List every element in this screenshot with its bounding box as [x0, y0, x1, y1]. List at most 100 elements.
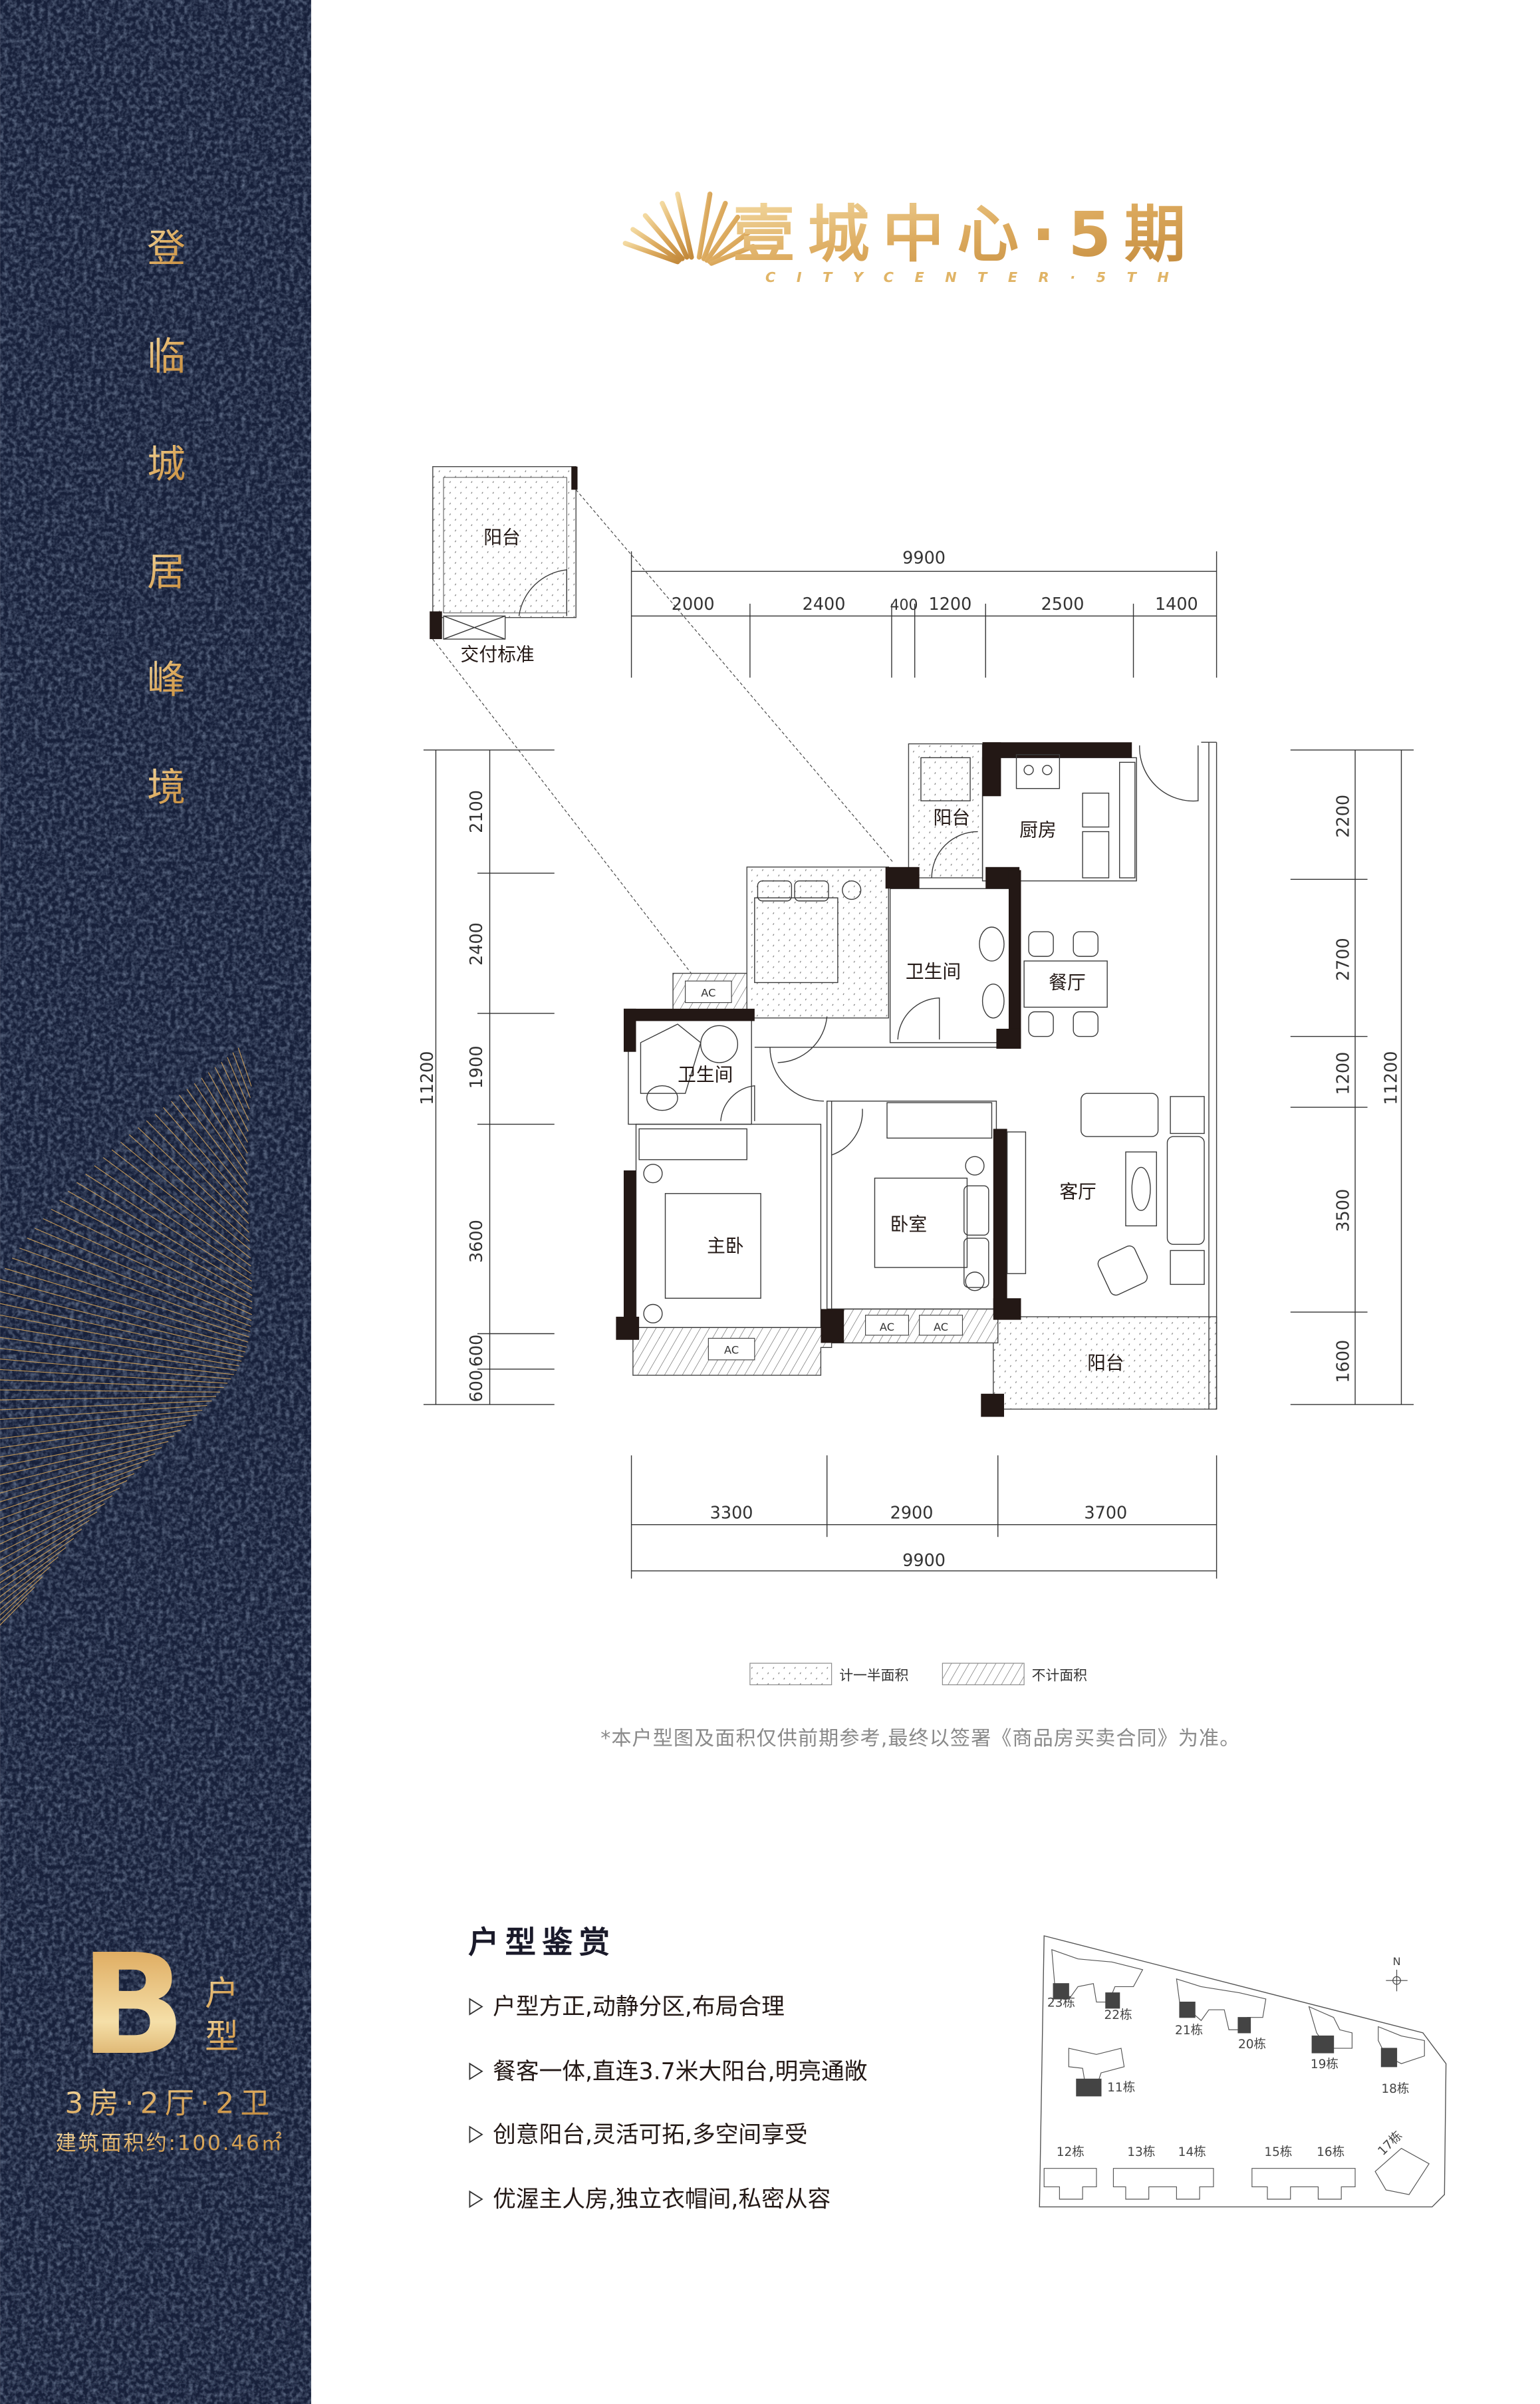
- gold-line: [0, 1369, 228, 1384]
- legend-label: 计一半面积: [839, 1668, 908, 1684]
- inset-room-label: 阳台: [483, 526, 521, 548]
- room-label-bathroom-1: 卫生间: [906, 961, 961, 983]
- building-label: 19栋: [1311, 2058, 1339, 2071]
- gold-line: [214, 1067, 249, 1132]
- gold-line: [0, 1473, 135, 1528]
- room-label-small-balcony: 阳台: [934, 807, 971, 829]
- gold-line: [0, 1424, 187, 1458]
- room-label-bedroom: 卧室: [890, 1213, 928, 1235]
- furniture: [638, 754, 1205, 1323]
- gold-line: [129, 1134, 250, 1242]
- doors: [720, 745, 1199, 1156]
- gold-line: [0, 1459, 149, 1511]
- gold-line: [171, 1101, 248, 1195]
- triangle-right-icon: [469, 1998, 483, 2016]
- dim-left: 600: [467, 1335, 487, 1367]
- room-label-living: 客厅: [1059, 1181, 1096, 1203]
- dim-bottom: 3700: [1084, 1503, 1127, 1523]
- dim-left: 2100: [467, 790, 487, 833]
- room-label-main-balcony: 阳台: [1087, 1352, 1124, 1374]
- gold-line: [0, 1303, 244, 1357]
- room-outlines: [628, 741, 1218, 1409]
- gold-line: [120, 1141, 251, 1250]
- room-label-master-bedroom: 主卧: [707, 1235, 744, 1257]
- room-label-bathroom-2: 卫生间: [678, 1064, 733, 1086]
- gold-line: [179, 1095, 248, 1185]
- bed-icon: [754, 897, 838, 984]
- gold-line: [111, 1149, 251, 1259]
- room-labels: 阳台 厨房 卫生间 餐厅 卫生间 客厅 卧室 主卧 阳台: [678, 807, 1124, 1374]
- gold-line: [0, 1528, 82, 1583]
- gold-line: [68, 1190, 253, 1296]
- gold-line: [0, 1587, 35, 1621]
- gold-line: [0, 1503, 105, 1561]
- gold-line: [0, 1359, 231, 1380]
- armchair-icon: [1097, 1245, 1148, 1296]
- gold-line: [221, 1061, 249, 1121]
- slogan-char: 登: [147, 226, 186, 271]
- gold-line: [51, 1208, 253, 1309]
- walls: [616, 742, 1132, 1417]
- gold-line: [0, 1537, 74, 1591]
- slogan-char: 临: [147, 334, 186, 379]
- sofa-icon: [1081, 1093, 1159, 1137]
- dim-right: 1200: [1334, 1052, 1354, 1095]
- building-label: 11栋: [1107, 2081, 1135, 2095]
- dim-top: 1200: [929, 595, 972, 614]
- dim-top-total: 9900: [902, 549, 946, 569]
- dimension-lines: [423, 551, 1414, 1579]
- dim-left-total: 11200: [418, 1051, 438, 1105]
- gold-line: [0, 1435, 175, 1476]
- dimension-labels: 9900 2000 2400 400 1200 2500 1400 11200 …: [418, 549, 1402, 1571]
- site-buildings: [1043, 1948, 1430, 2200]
- triangle-right-icon: [469, 2125, 483, 2143]
- building-label: 20栋: [1238, 2038, 1266, 2052]
- gold-line: [0, 1566, 51, 1610]
- coffee-table-icon: [1125, 1151, 1157, 1227]
- room-label-dining: 餐厅: [1049, 972, 1086, 994]
- gold-line: [207, 1072, 248, 1143]
- ac-label: AC: [701, 986, 715, 999]
- toilet-icon: [646, 1085, 678, 1111]
- triangle-right-icon: [469, 2062, 483, 2081]
- feature-text: 户型方正,动静分区,布局合理: [493, 1994, 785, 2020]
- left-panel: 登 临 城 居 峰 境 B 户 型 3房·2厅·2卫 建筑面积约:100.46㎡: [0, 0, 311, 2404]
- gold-line: [0, 1547, 66, 1597]
- gold-line: [0, 1337, 237, 1371]
- room-label-kitchen: 厨房: [1019, 819, 1057, 841]
- features: 户型鉴赏 户型方正,动静分区,布局合理 餐客一体,直连3.7米大阳台,明亮通敞 …: [468, 1924, 867, 2212]
- building-label: 22栋: [1104, 2008, 1132, 2022]
- legend-swatch-dotted: [749, 1663, 833, 1686]
- gold-line: [85, 1173, 252, 1282]
- dim-top: 2400: [803, 595, 846, 614]
- gold-line: [0, 1576, 43, 1616]
- building-label: 15栋: [1264, 2145, 1292, 2159]
- feature-item: 户型方正,动静分区,布局合理: [469, 1994, 785, 2020]
- toilet-icon: [979, 926, 1005, 962]
- dim-bottom-total: 9900: [902, 1551, 946, 1571]
- bed-icon: [664, 1193, 761, 1299]
- dim-top: 2500: [1041, 595, 1085, 614]
- site-map: N 23栋 22栋 21栋 20栋 19栋 18栋: [1039, 1935, 1447, 2208]
- gold-line: [193, 1083, 248, 1164]
- dim-right-total: 11200: [1382, 1051, 1402, 1105]
- gold-line: [0, 1597, 27, 1626]
- unit-letter: B: [80, 1925, 186, 2086]
- gold-line: [76, 1182, 253, 1289]
- north-arrow-icon: N: [1386, 1955, 1408, 1992]
- gold-line: [0, 1441, 169, 1485]
- basin-icon: [981, 984, 1005, 1019]
- building-labels: 23栋 22栋 21栋 20栋 19栋 18栋 11栋 12栋 13栋 14栋 …: [1047, 1996, 1410, 2160]
- gold-line: [35, 1228, 252, 1321]
- gold-line: [0, 1511, 98, 1569]
- building-label: 13栋: [1127, 2145, 1155, 2159]
- gold-line: [163, 1107, 249, 1205]
- gold-line: [186, 1089, 248, 1175]
- ac-label: AC: [934, 1321, 948, 1333]
- gold-line: [0, 1520, 90, 1576]
- gold-line: [154, 1113, 249, 1214]
- dim-right: 1600: [1334, 1340, 1354, 1383]
- logo-subtitle: CITYCENTER·5TH: [765, 269, 1169, 285]
- logo-title: 壹城中心·5期: [733, 198, 1186, 270]
- gold-line: [0, 1379, 224, 1389]
